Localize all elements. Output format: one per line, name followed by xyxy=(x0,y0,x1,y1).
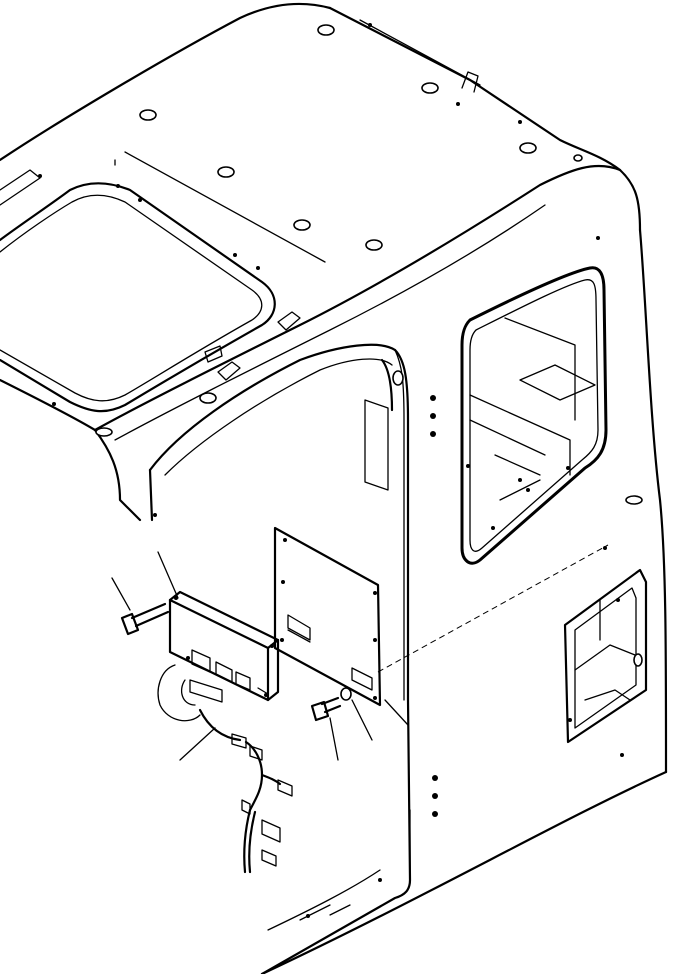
rear-side-opening xyxy=(563,568,648,744)
side-window xyxy=(460,266,608,565)
alignment-line xyxy=(377,544,609,673)
mounting-plate xyxy=(273,526,382,707)
rear-panel xyxy=(364,399,389,491)
bolt-plate xyxy=(310,687,352,722)
bolt-controller xyxy=(120,602,170,636)
roof-clips xyxy=(204,71,479,381)
leader-lines xyxy=(111,551,409,761)
rivets xyxy=(38,23,624,918)
roof-fasteners xyxy=(95,24,643,667)
wire-harness xyxy=(157,664,293,874)
controller-unit xyxy=(168,590,280,702)
roof-window xyxy=(0,151,326,413)
